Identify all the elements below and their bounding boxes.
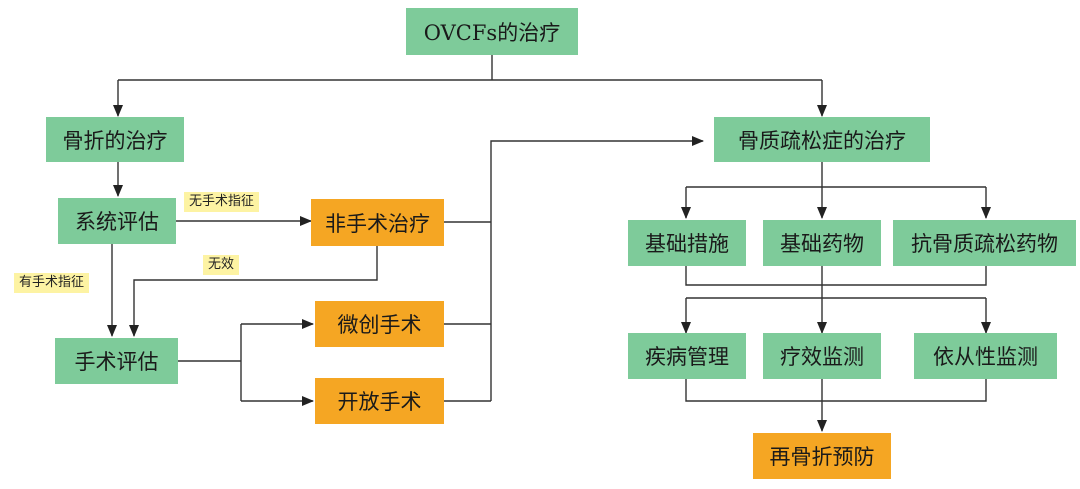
node-disease-management: 疾病管理 <box>628 333 746 379</box>
node-ovcfs-treatment: OVCFs的治疗 <box>406 8 578 55</box>
label-has-surgical-indication: 有手术指征 <box>14 273 90 293</box>
node-fracture-treatment: 骨折的治疗 <box>46 117 184 162</box>
node-osteoporosis-treatment: 骨质疏松症的治疗 <box>714 117 930 162</box>
node-open-surgery: 开放手术 <box>315 378 444 424</box>
node-efficacy-monitoring: 疗效监测 <box>763 333 881 379</box>
node-minimally-invasive-surgery: 微创手术 <box>315 301 444 347</box>
edge-nonsurgical-ineffective <box>129 246 378 337</box>
node-surgical-evaluation: 手术评估 <box>55 338 178 384</box>
node-non-surgical-treatment: 非手术治疗 <box>311 199 444 246</box>
node-basic-measures: 基础措施 <box>628 220 746 266</box>
node-anti-osteoporosis-drugs: 抗骨质疏松药物 <box>893 220 1076 266</box>
node-basic-drugs: 基础药物 <box>763 220 881 266</box>
node-system-evaluation: 系统评估 <box>58 198 176 244</box>
node-refracture-prevention: 再骨折预防 <box>753 433 891 479</box>
label-no-surgical-indication: 无手术指征 <box>184 192 260 212</box>
label-ineffective: 无效 <box>203 255 240 275</box>
edge-drugs-merge <box>685 266 987 286</box>
edge-management-merge <box>685 379 987 402</box>
edge-surgery-feedback <box>444 141 703 402</box>
node-compliance-monitoring: 依从性监测 <box>914 333 1057 379</box>
